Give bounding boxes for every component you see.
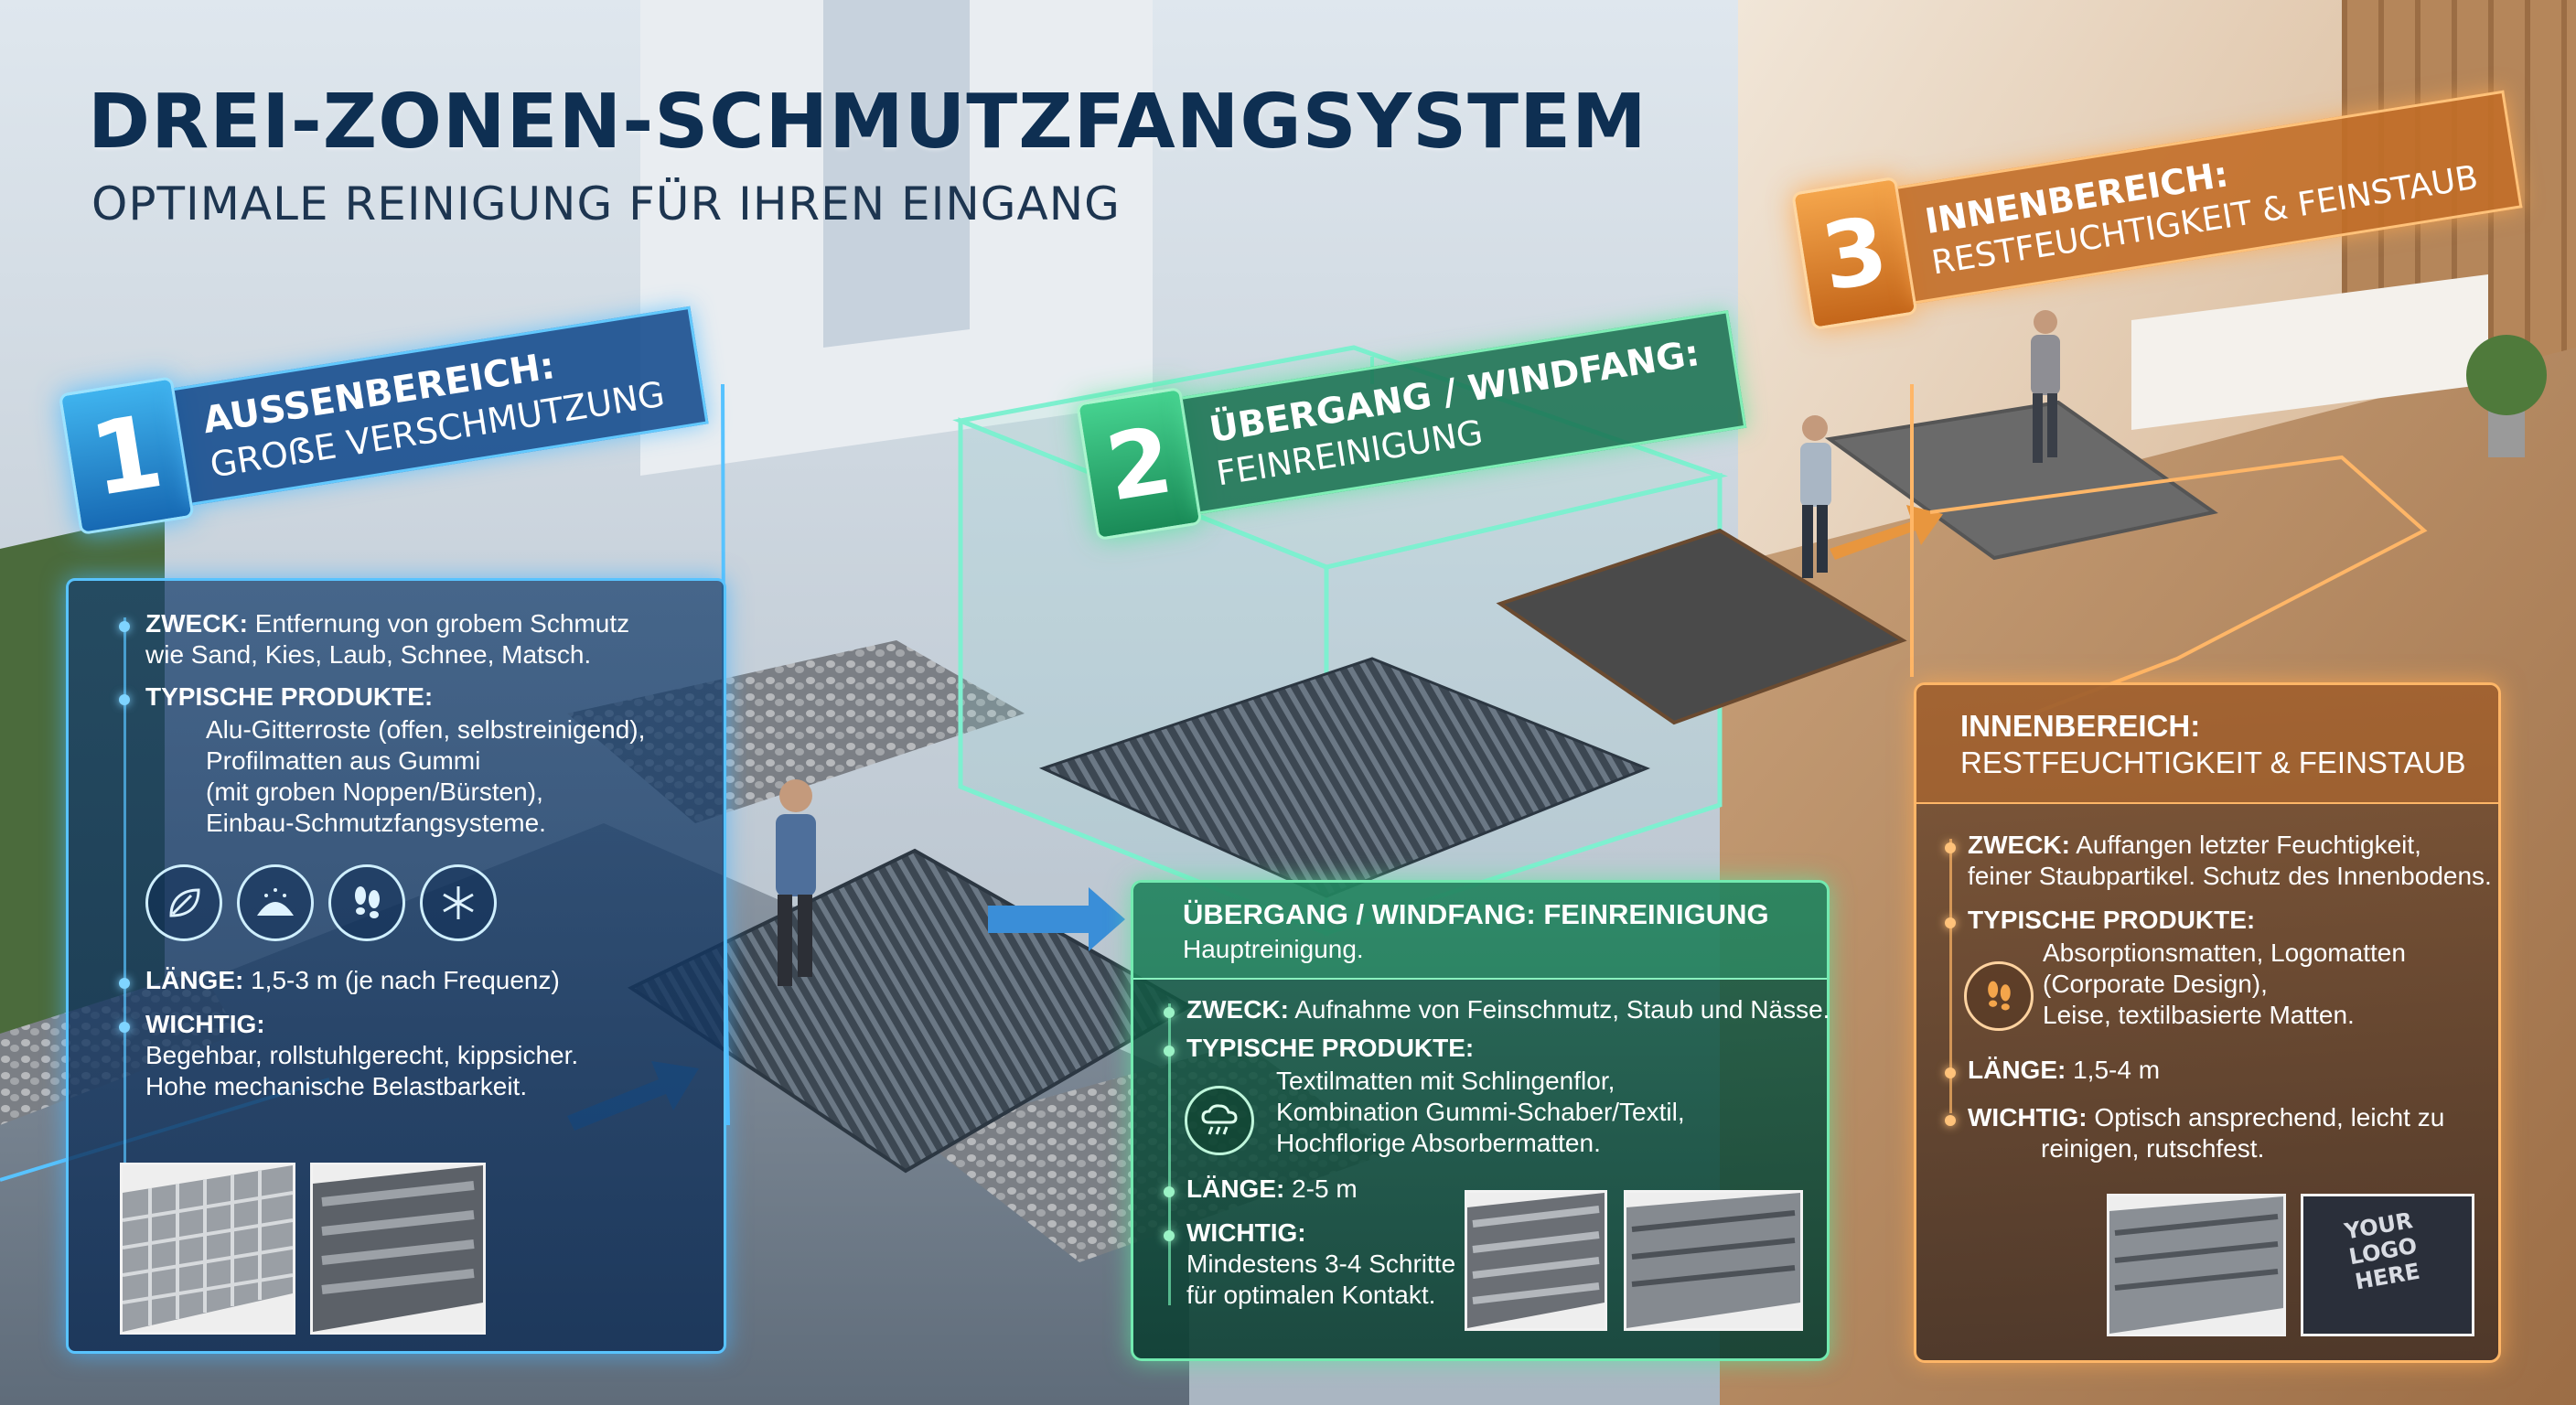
bullet-dot — [1164, 1186, 1175, 1197]
zone-2-purpose-text: Aufnahme von Feinschmutz, Staub und Näss… — [1294, 995, 1830, 1024]
zone-3-length-label: LÄNGE: — [1968, 1056, 2066, 1084]
zone-2-product-item: Textilmatten mit Schlingenflor, — [1276, 1067, 1615, 1095]
zone-1-product-item: (mit groben Noppen/Bürsten), — [206, 778, 543, 806]
footprints-icon — [328, 864, 405, 941]
bullet-dot — [119, 978, 130, 989]
zone-1-purpose-label: ZWECK: — [145, 609, 248, 638]
zone-2-important-label: WICHTIG: — [1186, 1218, 1306, 1247]
zone-3-purpose-label: ZWECK: — [1968, 831, 2070, 859]
zone-3-length-value: 1,5-4 m — [2073, 1056, 2161, 1084]
zone-3-important-text-2: reinigen, rutschfest. — [2041, 1134, 2265, 1163]
zone-1-important-text: Begehbar, rollstuhlgerecht, kippsicher. — [145, 1041, 579, 1069]
bullet-dot — [1945, 842, 1956, 853]
zone-1-purpose-text: Entfernung von grobem Schmutz — [254, 609, 630, 638]
zone-3-info-panel: INNENBEREICH: RESTFEUCHTIGKEIT & FEINSTA… — [1914, 682, 2501, 1363]
zone-2-important-text-2: für optimalen Kontakt. — [1186, 1281, 1436, 1309]
zone-1-product-item: Profilmatten aus Gummi — [206, 746, 481, 775]
bullet-dot — [1164, 1230, 1175, 1241]
zone-1-number: 1 — [58, 376, 195, 536]
zone-3-product-item: (Corporate Design), — [2043, 970, 2268, 998]
bullet-dot — [119, 694, 130, 705]
textile-strip-mat-image — [1624, 1190, 1803, 1331]
zone-2-product-item: Kombination Gummi-Schaber/Textil, — [1276, 1098, 1685, 1126]
zone-3-product-item: Leise, textilbasierte Matten. — [2043, 1001, 2355, 1029]
zone-3-product-item: Absorptionsmatten, Logomatten — [2043, 938, 2406, 967]
bullet-dot — [1164, 1007, 1175, 1018]
zone-2-product-item: Hochflorige Absorbermatten. — [1276, 1129, 1601, 1157]
zone-1-length-value: 1,5-3 m (je nach Frequenz) — [251, 966, 560, 994]
zone-1-important-text-2: Hohe mechanische Belastbarkeit. — [145, 1072, 528, 1100]
page-title: DREI-ZONEN-SCHMUTZFANGSYSTEM — [88, 79, 1648, 166]
zone-1-products-label: TYPISCHE PRODUKTE: — [145, 682, 434, 711]
rain-cloud-icon — [1185, 1086, 1254, 1155]
bullet-dot — [1945, 1115, 1956, 1126]
zone-3-panel-subtitle: RESTFEUCHTIGKEIT & FEINSTAUB — [1960, 745, 2466, 779]
zone-1-length-label: LÄNGE: — [145, 966, 244, 994]
bullet-dot — [1945, 917, 1956, 928]
zone-1-info-panel: ZWECK: Entfernung von grobem Schmutz wie… — [66, 578, 726, 1354]
zone-3-important-label: WICHTIG: — [1968, 1103, 2088, 1132]
bullet-dot — [119, 621, 130, 632]
zone-1-important-label: WICHTIG: — [145, 1010, 265, 1038]
zone-2-important-text: Mindestens 3-4 Schritte — [1186, 1249, 1456, 1278]
zone-1-product-item: Alu-Gitterroste (offen, selbstreinigend)… — [206, 715, 646, 744]
zone-2-purpose-label: ZWECK: — [1186, 995, 1289, 1024]
zone-2-panel-title: ÜBERGANG / WINDFANG: FEINREINIGUNG — [1183, 898, 1769, 930]
zone-3-panel-title: INNENBEREICH: — [1960, 709, 2201, 743]
bullet-dot — [119, 1022, 130, 1033]
zone-2-info-panel: ÜBERGANG / WINDFANG: FEINREINIGUNG Haupt… — [1131, 880, 1830, 1361]
textile-strip-mat-image — [2107, 1194, 2286, 1336]
page-subtitle: OPTIMALE REINIGUNG FÜR IHREN EINGANG — [91, 177, 1121, 231]
zone-3-products-label: TYPISCHE PRODUKTE: — [1968, 906, 2256, 934]
zone-3-purpose-text: Auffangen letzter Feuchtigkeit, — [2076, 831, 2421, 859]
bullet-dot — [1164, 1046, 1175, 1056]
bullet-dot — [1945, 1067, 1956, 1078]
zone-2-length-label: LÄNGE: — [1186, 1174, 1285, 1203]
logo-mat-image: YOUR LOGO HERE — [2301, 1194, 2474, 1336]
footprints-icon — [1964, 961, 2034, 1031]
zone-2-panel-subtitle: Hauptreinigung. — [1183, 935, 1364, 963]
rubber-profile-mat-image — [310, 1163, 486, 1335]
zone-1-purpose-text-2: wie Sand, Kies, Laub, Schnee, Matsch. — [145, 640, 592, 669]
zone-3-important-text: Optisch ansprechend, leicht zu — [2094, 1103, 2445, 1132]
zone-1-product-item: Einbau-Schmutzfangsysteme. — [206, 809, 546, 837]
zone-3-purpose-text-2: feiner Staubpartikel. Schutz des Innenbo… — [1968, 862, 2492, 890]
snowflake-icon — [420, 864, 497, 941]
aluminium-grid-mat-image — [120, 1163, 295, 1335]
rubber-textile-mat-image — [1465, 1190, 1607, 1331]
sand-pile-icon — [237, 864, 314, 941]
zone-2-length-value: 2-5 m — [1292, 1174, 1358, 1203]
zone-2-products-label: TYPISCHE PRODUKTE: — [1186, 1034, 1475, 1062]
leaf-icon — [145, 864, 222, 941]
